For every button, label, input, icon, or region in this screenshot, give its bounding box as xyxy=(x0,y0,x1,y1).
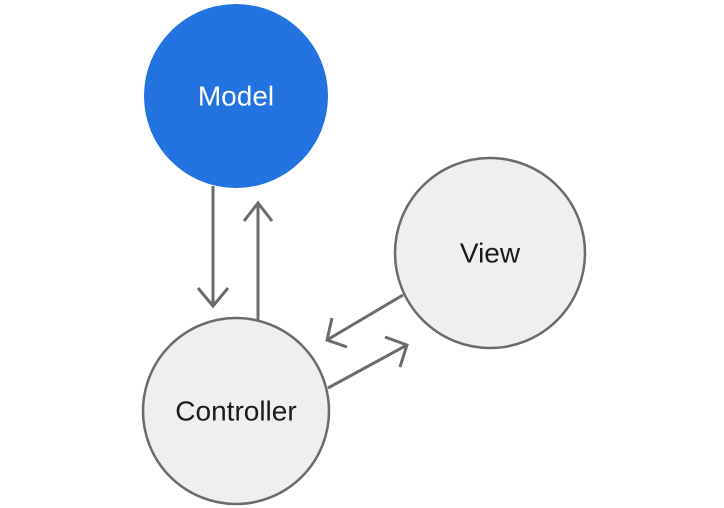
arrow-head-down-left-icon xyxy=(325,317,348,349)
node-model: Model xyxy=(144,4,328,188)
arrow-head-up-right-icon xyxy=(384,335,409,368)
arrow-head-up-icon xyxy=(242,200,274,222)
model-circle xyxy=(144,4,328,188)
edge-controller-to-model xyxy=(242,200,274,322)
arrow-shaft xyxy=(327,343,408,390)
arrow-head-down-icon xyxy=(196,287,230,309)
view-label: View xyxy=(460,238,521,269)
arrow-shaft xyxy=(326,293,404,342)
controller-circle xyxy=(141,316,331,506)
view-circle xyxy=(393,156,587,350)
edge-view-to-controller xyxy=(325,293,404,349)
node-controller: Controller xyxy=(141,316,331,506)
edge-model-to-controller xyxy=(196,186,230,309)
edge-controller-to-view xyxy=(327,335,409,390)
node-view: View xyxy=(393,156,587,350)
controller-label: Controller xyxy=(175,396,296,427)
model-label: Model xyxy=(198,81,274,112)
